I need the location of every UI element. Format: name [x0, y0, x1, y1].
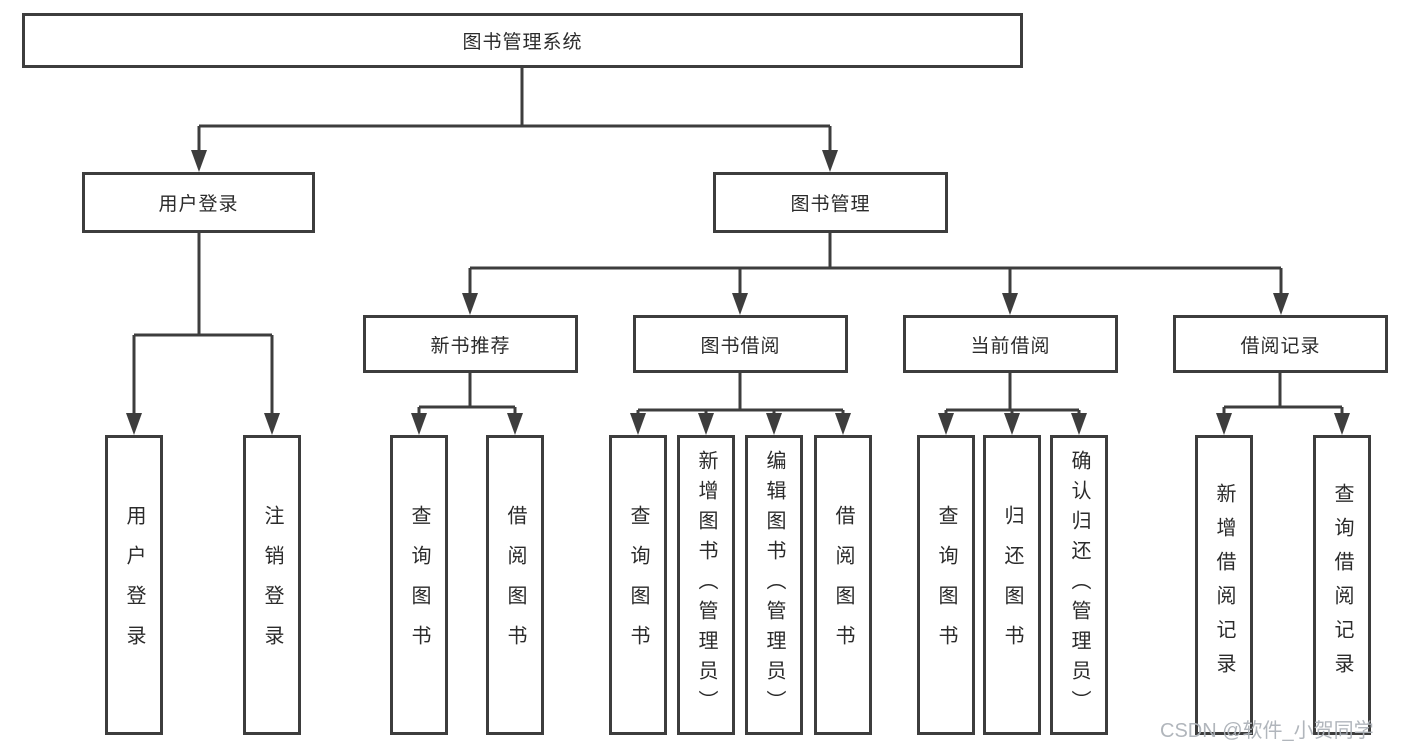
- node-label: 查询图书: [627, 505, 649, 665]
- leaf-query-borrow-record: 查询借阅记录: [1313, 435, 1371, 735]
- node-label: 注销登录: [261, 505, 283, 665]
- node-label: 确认归还（管理员）: [1068, 450, 1090, 720]
- node-label: 用户登录: [123, 505, 145, 665]
- leaf-user-login: 用户登录: [105, 435, 163, 735]
- leaf-logout: 注销登录: [243, 435, 301, 735]
- node-user-login: 用户登录: [82, 172, 315, 233]
- node-label: 图书借阅: [700, 335, 781, 357]
- node-label: 图书管理系统: [462, 32, 583, 53]
- node-label: 借阅记录: [1240, 335, 1321, 357]
- node-label: 借阅图书: [504, 505, 526, 665]
- leaf-query-books-recommend: 查询图书: [390, 435, 448, 735]
- node-book-borrowing: 图书借阅: [633, 315, 848, 373]
- watermark-text: CSDN @软件_小贺同学: [1160, 720, 1374, 742]
- node-label: 新增借阅记录: [1213, 483, 1235, 687]
- leaf-query-books-borrowing: 查询图书: [609, 435, 667, 735]
- node-label: 新书推荐: [430, 335, 511, 357]
- leaf-add-book-admin: 新增图书（管理员）: [677, 435, 735, 735]
- node-label: 归还图书: [1001, 505, 1023, 665]
- node-label: 借阅图书: [832, 505, 854, 665]
- node-library-management-system: 图书管理系统: [22, 13, 1023, 68]
- node-label: 当前借阅: [970, 335, 1051, 357]
- node-book-management: 图书管理: [713, 172, 948, 233]
- leaf-borrow-books-borrowing: 借阅图书: [814, 435, 872, 735]
- leaf-add-borrow-record: 新增借阅记录: [1195, 435, 1253, 735]
- node-label: 用户登录: [158, 194, 239, 215]
- node-label: 图书管理: [790, 194, 871, 215]
- leaf-borrow-books-recommend: 借阅图书: [486, 435, 544, 735]
- node-borrowing-records: 借阅记录: [1173, 315, 1388, 373]
- leaf-confirm-return-admin: 确认归还（管理员）: [1050, 435, 1108, 735]
- node-label: 查询借阅记录: [1331, 483, 1353, 687]
- leaf-edit-book-admin: 编辑图书（管理员）: [745, 435, 803, 735]
- node-label: 查询图书: [935, 505, 957, 665]
- node-new-book-recommendation: 新书推荐: [363, 315, 578, 373]
- node-label: 新增图书（管理员）: [695, 450, 717, 720]
- node-current-borrowing: 当前借阅: [903, 315, 1118, 373]
- leaf-query-books-current: 查询图书: [917, 435, 975, 735]
- node-label: 编辑图书（管理员）: [763, 450, 785, 720]
- leaf-return-books: 归还图书: [983, 435, 1041, 735]
- node-label: 查询图书: [408, 505, 430, 665]
